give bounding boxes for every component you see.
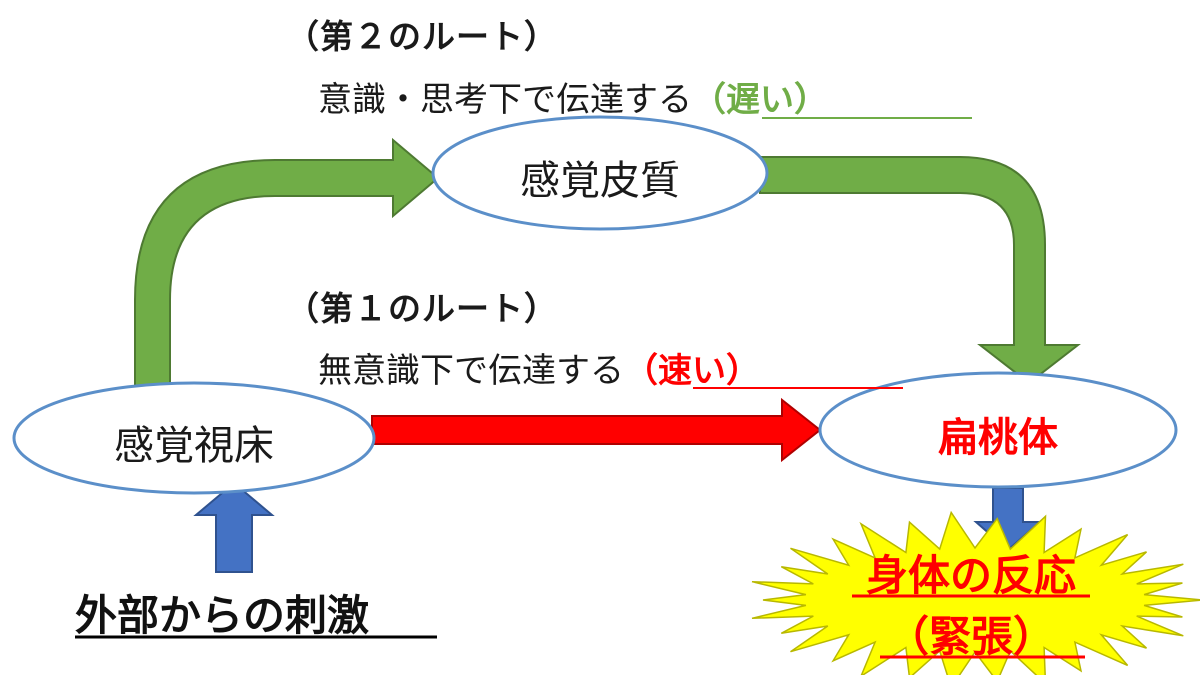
- cortex-node: [431, 115, 769, 231]
- fast-route-arrow: [371, 397, 822, 463]
- cortex-label: 感覚皮質: [520, 158, 680, 204]
- stimulus-arrow: [193, 481, 275, 573]
- route1-speed: （速い）: [624, 351, 760, 391]
- thalamus-label: 感覚視床: [114, 423, 274, 469]
- route1-description: 無意識下で伝達する（速い）: [318, 343, 760, 392]
- response-line1: 身体の反応: [865, 551, 1076, 600]
- route1-description-text: 無意識下で伝達する: [318, 351, 624, 391]
- response-line2: （緊張）: [886, 612, 1055, 661]
- route2-description: 意識・思考下で伝達する（遅い）: [318, 72, 828, 121]
- route2-description-text: 意識・思考下で伝達する: [318, 80, 692, 120]
- slow-route-arrow: [134, 137, 1081, 401]
- thalamus-node: [12, 381, 376, 495]
- route1-heading: （第１のルート）: [286, 289, 558, 328]
- amygdala-label: 扁桃体: [938, 415, 1058, 461]
- amygdala-node: [818, 371, 1178, 489]
- response-burst: [751, 510, 1200, 675]
- route2-heading: （第２のルート）: [286, 17, 558, 56]
- stimulus-label: 外部からの刺激: [75, 591, 370, 640]
- route2-speed: （遅い）: [692, 80, 828, 120]
